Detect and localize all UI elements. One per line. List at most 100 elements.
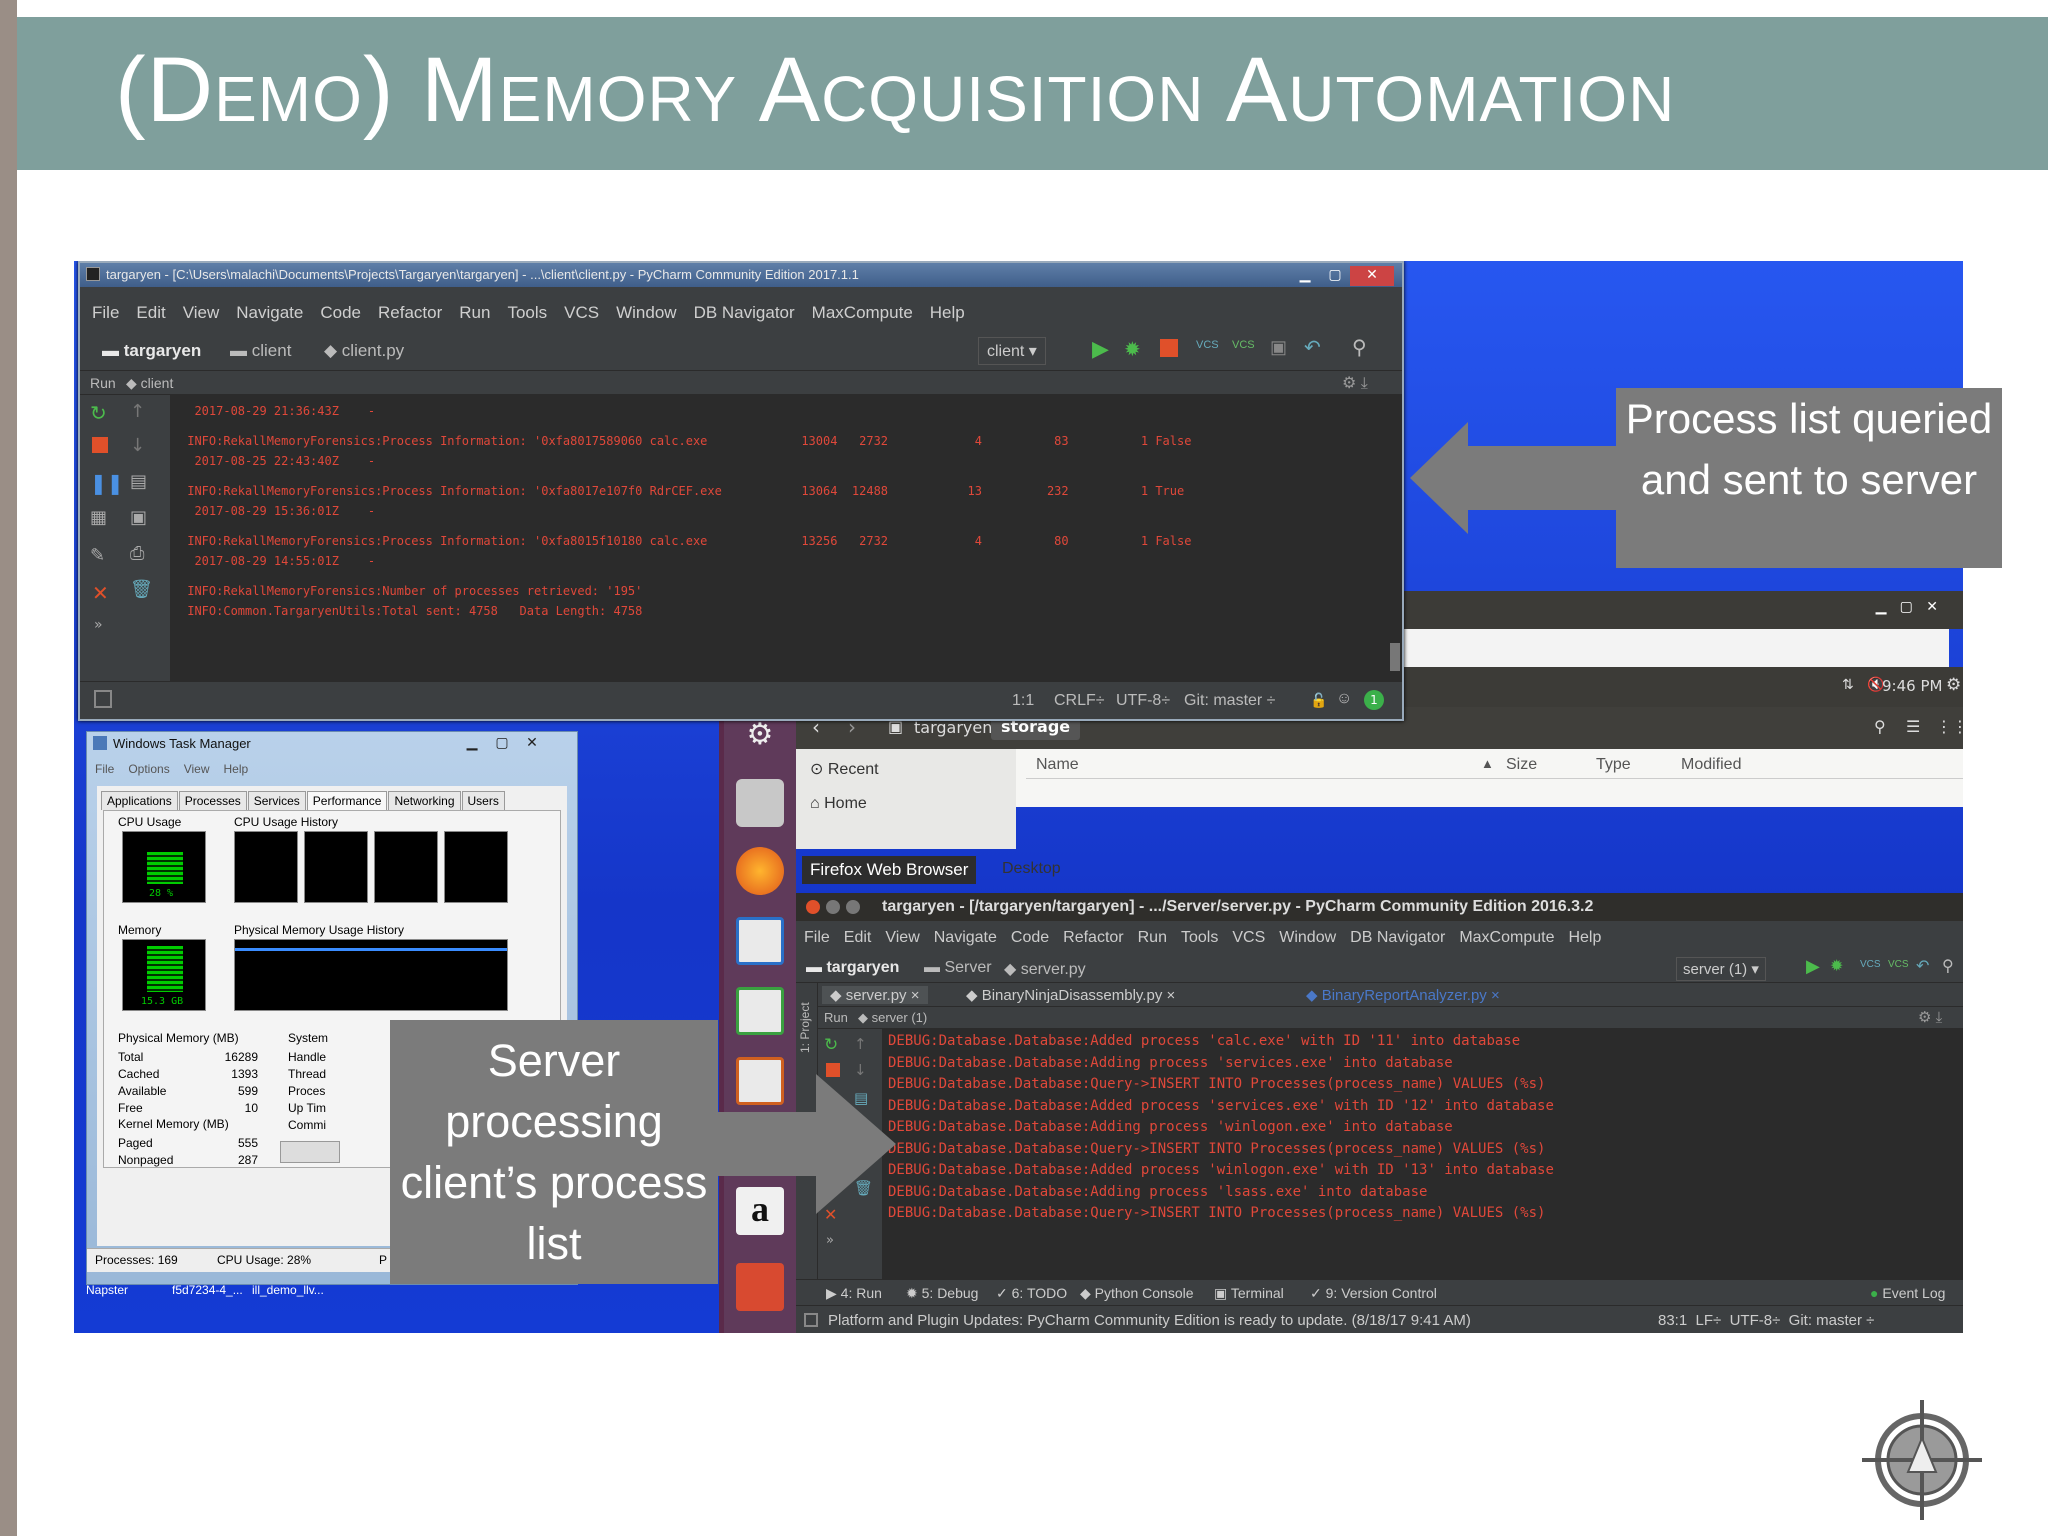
close-icon[interactable]: ✕ (92, 581, 109, 605)
menu-item-file[interactable]: File (804, 929, 830, 946)
status-message[interactable]: Platform and Plugin Updates: PyCharm Com… (828, 1312, 1471, 1329)
lock-icon[interactable]: 🔓 (1310, 692, 1328, 708)
breadcrumb-file[interactable]: ◆ server.py (1004, 961, 1086, 978)
menu-item-maxcompute[interactable]: MaxCompute (1459, 929, 1555, 946)
menu-item-view[interactable]: View (183, 762, 210, 776)
back-icon[interactable]: ‹ (812, 715, 820, 739)
close-icon[interactable] (806, 900, 820, 914)
search-icon[interactable]: ⚲ (1352, 337, 1367, 359)
search-icon[interactable]: ⚲ (1942, 958, 1954, 975)
layout-icon[interactable]: ▦ (90, 507, 108, 528)
breadcrumb-project[interactable]: ▬ targaryen (102, 341, 202, 360)
stop-icon[interactable] (1160, 339, 1178, 357)
ubuntu-window-controls[interactable]: ▁ ▢ ✕ (1875, 599, 1938, 615)
impress-icon[interactable] (736, 1057, 784, 1105)
menu-item-refactor[interactable]: Refactor (378, 303, 443, 322)
up-icon[interactable]: ↑ (130, 401, 146, 422)
menu-item-view[interactable]: View (885, 929, 920, 946)
settings-icon[interactable]: ⚙ ⤓ (1342, 375, 1368, 392)
menu-item-edit[interactable]: Edit (136, 303, 166, 322)
event-log-icon[interactable]: 1 (1364, 690, 1384, 710)
minimize-icon[interactable]: ▁ (1299, 267, 1311, 283)
run-target[interactable]: ◆ server (1) (858, 1010, 928, 1025)
wrap-icon[interactable]: ▤ (130, 471, 148, 492)
debug-icon[interactable]: ✹ (1830, 956, 1844, 975)
tool-tab-version-control[interactable]: ✓ 9: Version Control (1310, 1285, 1437, 1301)
gear-icon[interactable]: ⚙ (1946, 675, 1962, 695)
menu-item-file[interactable]: File (92, 303, 120, 322)
menu-item-tools[interactable]: Tools (507, 303, 548, 322)
tab-server-py[interactable]: ◆ server.py × (822, 986, 928, 1004)
trash-icon[interactable]: 🗑 (130, 579, 153, 600)
more-icon[interactable]: » (826, 1233, 834, 1248)
breadcrumb-project[interactable]: ▬ targaryen (806, 959, 900, 976)
close-icon[interactable]: ✕ (526, 735, 538, 751)
tools-icon[interactable] (736, 1263, 784, 1311)
list-view-icon[interactable]: ☰ (1906, 717, 1921, 736)
tool-tab-run[interactable]: ▶ 4: Run (826, 1285, 882, 1301)
path-item-targaryen[interactable]: targaryen (914, 718, 993, 737)
vcs-commit-icon[interactable]: VCS (1888, 959, 1909, 970)
menu-item-run[interactable]: Run (459, 303, 491, 322)
menu-item-refactor[interactable]: Refactor (1063, 929, 1124, 946)
menu-item-view[interactable]: View (182, 303, 220, 322)
maximize-icon[interactable]: ▢ (495, 735, 509, 751)
tool-tab-todo[interactable]: ✓ 6: TODO (996, 1285, 1068, 1301)
menu-item-navigate[interactable]: Navigate (933, 929, 997, 946)
tab-networking[interactable]: Networking (388, 791, 461, 810)
tool-window-icon[interactable] (804, 1313, 818, 1327)
menu-item-vcs[interactable]: VCS (564, 303, 600, 322)
writer-icon[interactable] (736, 917, 784, 965)
status-git[interactable]: Git: master ÷ (1184, 692, 1276, 709)
rerun-icon[interactable]: ↻ (90, 401, 107, 425)
close-icon[interactable]: ✕ (824, 1205, 838, 1224)
menu-item-help[interactable]: Help (223, 762, 249, 776)
project-tool-label[interactable]: 1: Project (798, 1002, 812, 1053)
client-window-controls[interactable]: ▁▢✕ (1290, 264, 1394, 286)
minimize-icon[interactable]: ▁ (466, 735, 478, 751)
tool-tab-debug[interactable]: ✹ 5: Debug (906, 1285, 979, 1301)
tab-performance[interactable]: Performance (306, 791, 388, 810)
resource-monitor-button[interactable] (280, 1141, 340, 1163)
run-icon[interactable]: ▶ (1092, 337, 1109, 362)
pause-icon[interactable]: ❚❚ (90, 471, 124, 495)
calc-icon[interactable] (736, 987, 784, 1035)
menu-item-db-navigator[interactable]: DB Navigator (693, 303, 795, 322)
vcs-update-icon[interactable]: VCS (1196, 339, 1219, 351)
amazon-icon[interactable]: a (736, 1187, 784, 1235)
up-icon[interactable]: ↑ (854, 1035, 867, 1053)
revert-icon[interactable]: ↶ (1304, 337, 1321, 359)
run-target[interactable]: ◆ client (126, 375, 174, 391)
menu-item-code[interactable]: Code (1010, 929, 1050, 946)
vcs-commit-icon[interactable]: VCS (1232, 339, 1255, 351)
rerun-icon[interactable]: ↻ (824, 1035, 839, 1055)
firefox-icon[interactable] (736, 847, 784, 895)
run-config-select[interactable]: client ▾ (978, 337, 1046, 365)
tool-tab-terminal[interactable]: ▣ Terminal (1214, 1285, 1284, 1301)
column-modified[interactable]: Modified (1681, 756, 1742, 773)
inspector-icon[interactable]: ☺ (1336, 690, 1353, 707)
taskbar-item[interactable]: ill_demo_llv... (252, 1283, 324, 1297)
menu-item-window[interactable]: Window (1279, 929, 1337, 946)
breadcrumb-folder[interactable]: ▬ Server (924, 959, 992, 976)
menu-item-maxcompute[interactable]: MaxCompute (811, 303, 913, 322)
print-icon[interactable]: ⎙ (130, 543, 145, 564)
trash-icon[interactable]: 🗑 (854, 1179, 874, 1197)
tab-processes[interactable]: Processes (178, 791, 247, 810)
status-position[interactable]: 1:1 (1012, 692, 1035, 709)
minimize-icon[interactable] (826, 900, 840, 914)
tab-binaryreport[interactable]: ◆ BinaryReportAnalyzer.py × (1306, 987, 1500, 1004)
sidebar-item-desktop[interactable]: Desktop (1002, 860, 1061, 877)
tab-applications[interactable]: Applications (101, 791, 178, 810)
maximize-icon[interactable]: ▢ (1328, 267, 1342, 283)
settings-icon[interactable]: ⚙ ⤓ (1918, 1009, 1943, 1026)
status-line-sep[interactable]: CRLF÷ (1054, 692, 1105, 709)
tab-binaryninja[interactable]: ◆ BinaryNinjaDisassembly.py × (966, 987, 1176, 1004)
column-type[interactable]: Type (1596, 756, 1631, 773)
menu-item-navigate[interactable]: Navigate (236, 303, 304, 322)
menu-item-run[interactable]: Run (1137, 929, 1167, 946)
debug-icon[interactable]: ✹ (1124, 337, 1141, 361)
breadcrumb-file[interactable]: ◆ client.py (324, 341, 405, 360)
history-icon[interactable]: ▣ (1270, 337, 1288, 357)
menu-item-help[interactable]: Help (929, 303, 965, 322)
